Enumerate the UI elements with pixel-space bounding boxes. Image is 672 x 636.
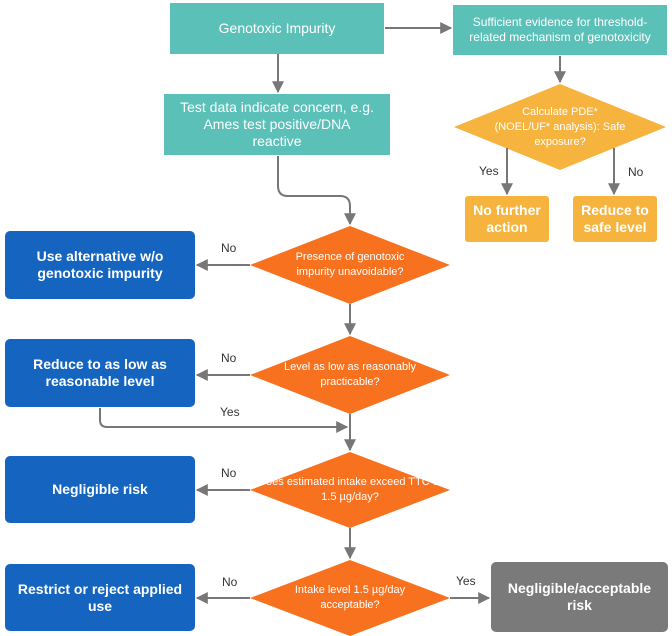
arrow-reduce-yes [99,408,349,433]
edge-label-presence-no: No [221,241,237,255]
edge-label-acceptable-yes: Yes [456,574,476,588]
label-presence-unavoidable: Presence of genotoxic impurity unavoidab… [295,251,405,278]
diamond-intake-exceed-ttc [250,452,450,528]
diamond-level-alarp [250,336,450,414]
edge-label-intake-no: No [221,466,237,480]
label-level-alarp: Level as low as reasonably practicable? [283,361,417,388]
edge-label-reduce-yes: Yes [220,405,240,419]
diamond-presence-unavoidable [250,226,450,304]
arrow-testdata-to-presence [277,156,356,226]
edge-label-level-no: No [221,351,237,365]
label-intake-exceed-ttc: Does estimated intake exceed TTC of 1.5 … [258,476,442,503]
node-no-further-action: No further action [465,196,549,242]
diamond-intake-acceptable [250,560,450,636]
node-use-alternative: Use alternative w/o genotoxic impurity [5,231,195,299]
node-genotoxic-impurity: Genotoxic Impurity [170,3,384,54]
node-threshold-evidence: Sufficient evidence for threshold-relate… [453,5,667,55]
node-negligible-risk: Negligible risk [5,456,195,523]
node-reduce-safe-level: Reduce to safe level [573,196,657,242]
label-intake-acceptable: Intake level 1.5 µg/day acceptable? [294,584,406,611]
node-restrict-reject: Restrict or reject applied use [5,564,195,631]
node-negligible-acceptable: Negligible/acceptable risk [491,562,668,632]
node-test-data-concern: Test data indicate concern, e.g. Ames te… [164,94,390,155]
node-reduce-alarp: Reduce to as low as reasonable level [5,339,195,407]
edge-label-acceptable-no: No [222,575,238,589]
label-calculate-pde: Calculate PDE* (NOEL/UF* analysis): Safe… [494,105,626,148]
edge-label-pde-no: No [628,165,644,179]
edge-label-pde-yes: Yes [479,164,499,178]
